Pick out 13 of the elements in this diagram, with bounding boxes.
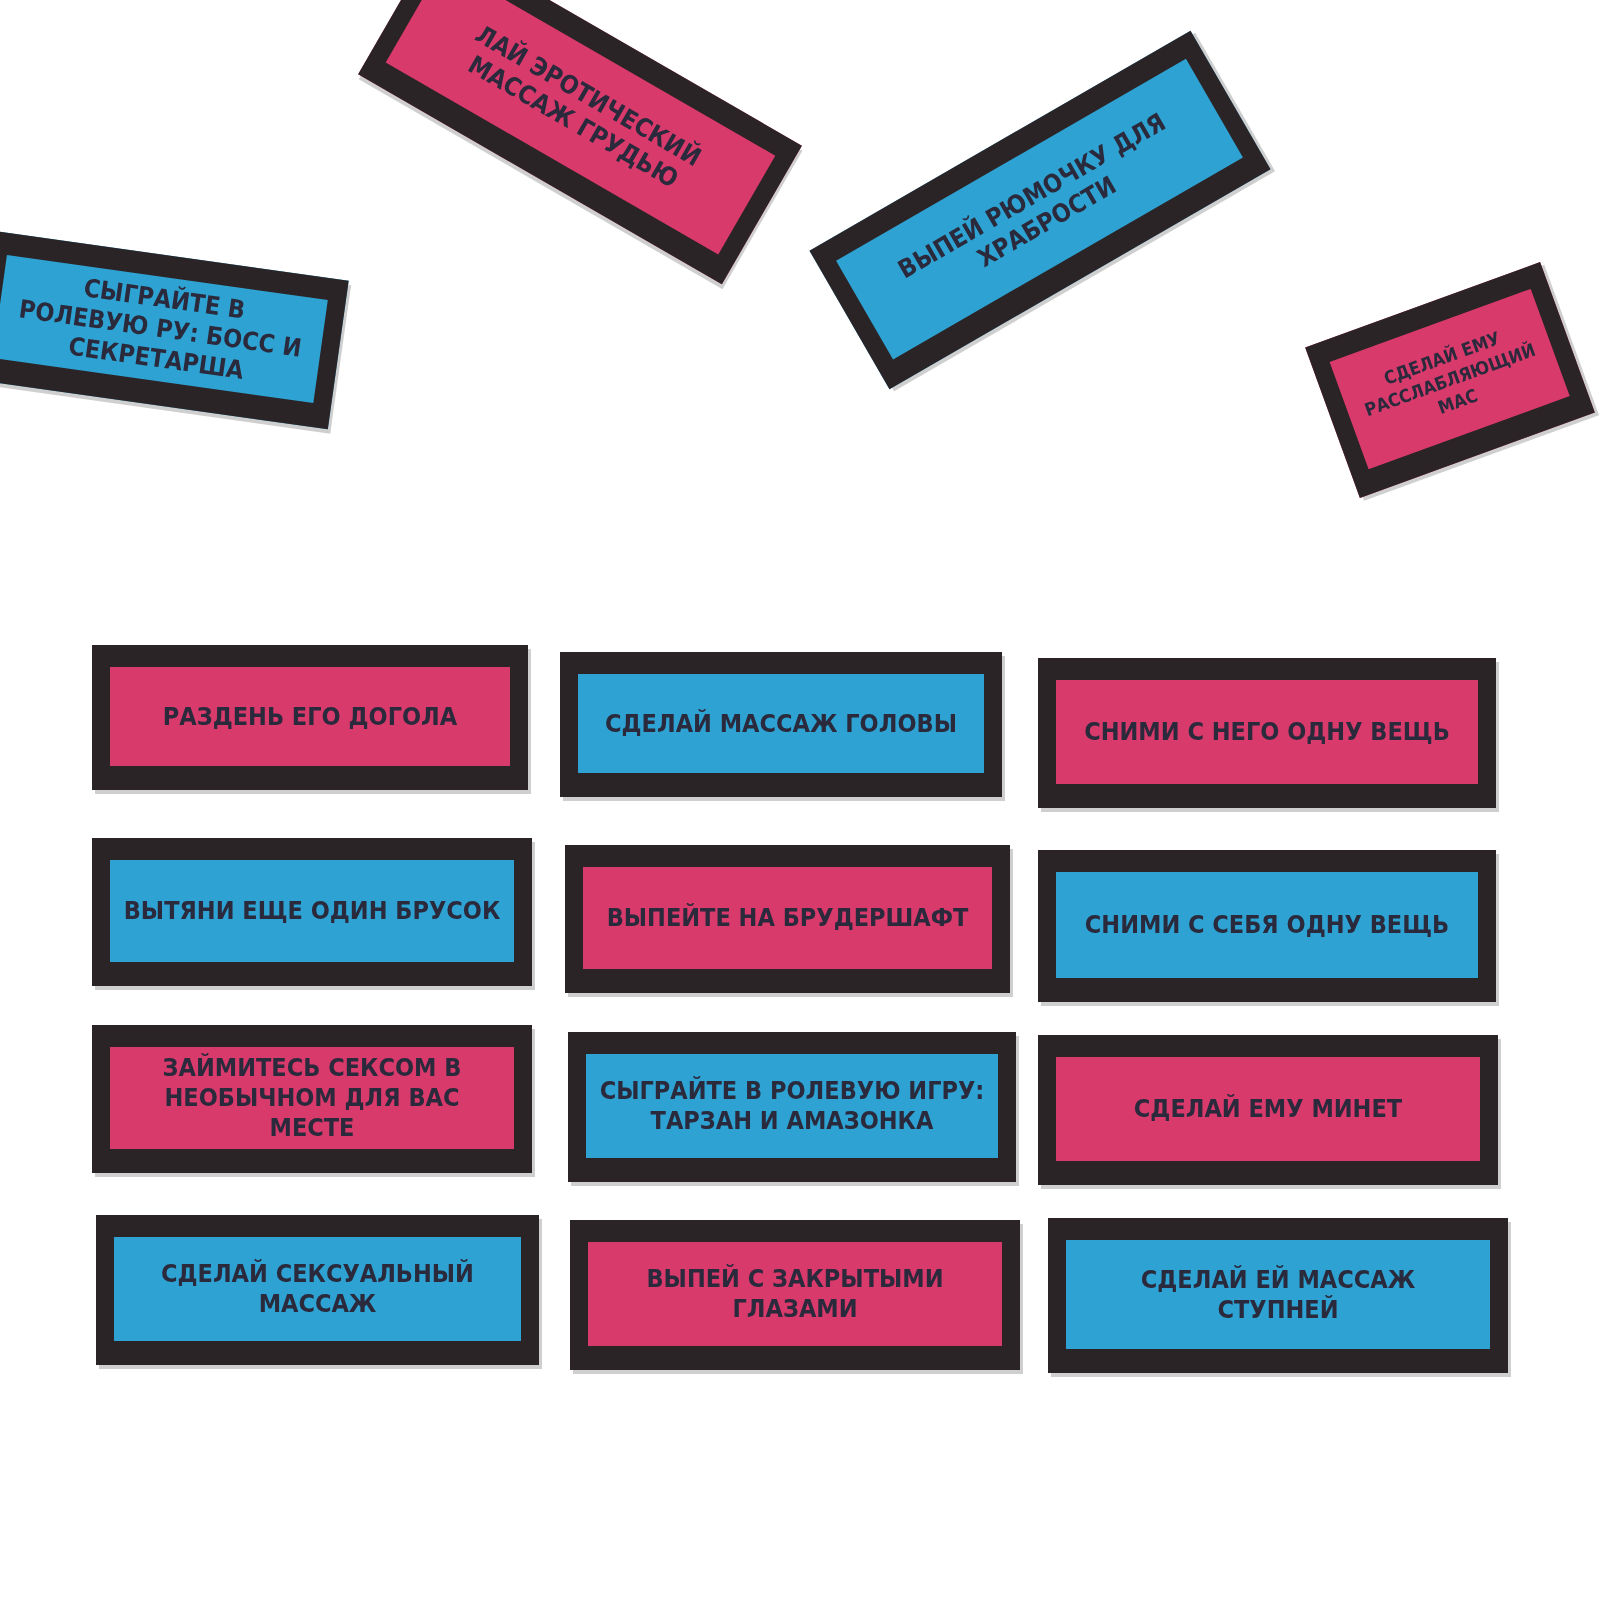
dare-text: СДЕЛАЙ ЕЙ МАССАЖ СТУПНЕЙ [1139, 1264, 1417, 1325]
dare-text: СЫГРАЙТЕ В РОЛЕВУЮ РУ: БОСС И СЕКРЕТАРША [16, 272, 305, 387]
dare-text: СДЕЛАЙ МАССАЖ ГОЛОВЫ [604, 708, 958, 739]
dare-text: ВЫПЕЙТЕ НА БРУДЕРШАФТ [605, 903, 970, 933]
dare-text: СДЕЛАЙ ЕМУ МИНЕТ [1132, 1094, 1404, 1124]
dare-text: ВЫТЯНИ ЕЩЕ ОДИН БРУСОК [122, 896, 502, 926]
dare-text: ВЫПЕЙ С ЗАКРЫТЫМИ ГЛАЗАМИ [645, 1264, 945, 1324]
dare-text: ЗАЙМИТЕСЬ СЕКСОМ В НЕОБЫЧНОМ ДЛЯ ВАС МЕСТЕ [161, 1053, 463, 1143]
dare-text: СНИМИ С НЕГО ОДНУ ВЕЩЬ [1083, 717, 1451, 747]
dare-text: СНИМИ С СЕБЯ ОДНУ ВЕЩЬ [1083, 910, 1451, 940]
dare-text: РАЗДЕНЬ ЕГО ДОГОЛА [161, 701, 459, 732]
dare-text: СЫГРАЙТЕ В РОЛЕВУЮ ИГРУ: ТАРЗАН И АМАЗОНКА [598, 1076, 986, 1136]
dare-text: СДЕЛАЙ СЕКСУАЛЬНЫЙ МАССАЖ [160, 1259, 475, 1319]
